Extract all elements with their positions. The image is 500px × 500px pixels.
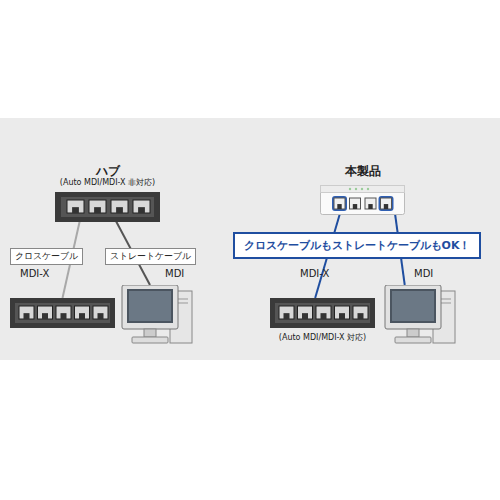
device-part: [339, 313, 345, 319]
device-note: (Auto MDI/MDI-X 対応): [279, 332, 366, 343]
device-part: [350, 198, 361, 209]
device-part: [116, 207, 123, 213]
device-part: [127, 289, 173, 323]
device-part: [384, 204, 388, 209]
switch-device-drawing: [10, 298, 115, 328]
device-part: [390, 289, 436, 323]
product-device: 本製品: [320, 185, 405, 215]
port-type: MDI-X: [20, 268, 49, 279]
device-part: [284, 313, 290, 319]
cable-label: クロスケーブル: [10, 248, 83, 265]
cable-label: ストレートケーブル: [105, 248, 196, 265]
device-part: [355, 188, 357, 190]
switch-device-drawing: [270, 298, 375, 328]
device-part: [15, 303, 110, 323]
device-part: [132, 337, 168, 343]
port-type: MDI-X: [300, 268, 329, 279]
product-device-drawing: [320, 185, 405, 215]
device-part: [302, 313, 308, 319]
device-part: [395, 337, 431, 343]
device-part: [75, 306, 90, 319]
pc-device: MDI: [120, 285, 195, 347]
hub-device: ハブ(Auto MDI/MDI-X 非対応): [55, 192, 160, 222]
device-part: [89, 200, 106, 213]
device-part: [407, 329, 419, 337]
device-part: [93, 306, 108, 319]
device-part: [24, 313, 30, 319]
device-part: [38, 306, 53, 319]
device-note: (Auto MDI/MDI-X 非対応): [60, 177, 155, 188]
device-part: [129, 291, 171, 321]
device-part: [365, 198, 376, 209]
port-type: MDI: [165, 268, 184, 279]
device-part: [138, 207, 145, 213]
pc-device-drawing: [383, 285, 458, 347]
device-part: [321, 186, 405, 193]
device-part: [279, 306, 294, 319]
switch-device: MDI-X: [10, 298, 115, 328]
device-part: [56, 306, 71, 319]
callout-box: クロスケーブルもストレートケーブルもOK！: [233, 232, 482, 259]
device-part: [19, 306, 34, 319]
device-part: [55, 192, 160, 222]
callout-text: クロスケーブルもストレートケーブルもOK！: [235, 234, 480, 257]
device-part: [353, 204, 357, 209]
device-part: [361, 188, 363, 190]
device-part: [94, 207, 101, 213]
device-part: [368, 204, 372, 209]
hub-device-drawing: [55, 192, 160, 222]
device-part: [385, 285, 441, 329]
device-part: [316, 306, 331, 319]
device-part: [381, 198, 392, 209]
device-part: [392, 291, 434, 321]
pc-device: MDI: [383, 285, 458, 347]
device-part: [98, 313, 104, 319]
device-part: [61, 197, 154, 217]
device-part: [133, 200, 150, 213]
device-part: [72, 207, 79, 213]
device-part: [67, 200, 84, 213]
device-part: [10, 298, 115, 328]
device-part: [334, 198, 345, 209]
device-part: [379, 196, 394, 211]
device-part: [275, 303, 370, 323]
device-part: [321, 313, 327, 319]
device-part: [367, 188, 369, 190]
device-part: [332, 196, 347, 211]
port-type: MDI: [414, 268, 433, 279]
device-part: [358, 313, 364, 319]
switch-device: MDI-X(Auto MDI/MDI-X 対応): [270, 298, 375, 328]
device-part: [42, 313, 48, 319]
device-part: [335, 306, 350, 319]
device-part: [321, 186, 405, 215]
device-part: [353, 306, 368, 319]
device-part: [298, 306, 313, 319]
device-part: [122, 285, 178, 329]
device-part: [111, 200, 128, 213]
device-part: [337, 204, 341, 209]
device-part: [61, 313, 67, 319]
pc-device-drawing: [120, 285, 195, 347]
device-title: ハブ: [96, 163, 120, 180]
device-part: [270, 298, 375, 328]
device-title: 本製品: [345, 163, 381, 180]
device-part: [349, 188, 351, 190]
device-part: [79, 313, 85, 319]
device-part: [144, 329, 156, 337]
